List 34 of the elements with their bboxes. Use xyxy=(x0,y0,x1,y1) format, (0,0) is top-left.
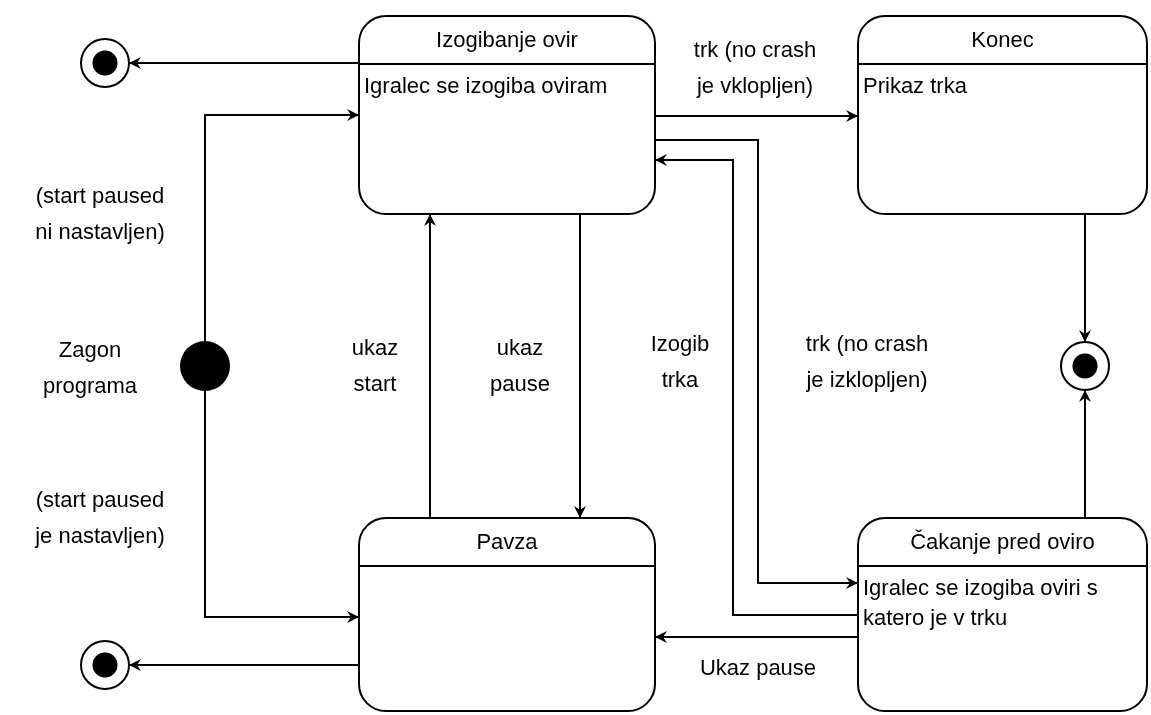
state-box xyxy=(857,15,1148,215)
edge-label: (start paused ni nastavljen) xyxy=(34,182,166,246)
transition-arrow xyxy=(1079,390,1091,518)
transition-arrow xyxy=(655,631,858,643)
edge-label: trk (no crash je izklopljen) xyxy=(804,330,930,394)
transition-arrow xyxy=(204,109,359,342)
state-name: Pavza xyxy=(360,519,654,567)
transition-arrow xyxy=(655,110,858,122)
state-box xyxy=(358,517,656,712)
final-state-icon xyxy=(1060,341,1110,391)
state-activity: Igralec se izogiba oviri s katero je v trku xyxy=(862,574,1099,632)
state-activity: Prikaz trka xyxy=(862,72,968,100)
state-activity: Igralec se izogiba oviram xyxy=(363,72,609,100)
state-name: Konec xyxy=(859,17,1146,65)
state-name: Čakanje pred oviro xyxy=(859,519,1146,567)
transition-arrow xyxy=(1079,214,1091,342)
initial-state-dot xyxy=(180,341,230,391)
transition-arrow xyxy=(129,659,359,671)
edge-label: ukaz start xyxy=(350,334,400,398)
edge-label: Izogib trka xyxy=(649,330,711,394)
edge-label: ukaz pause xyxy=(489,334,551,398)
state-box xyxy=(857,517,1148,712)
edge-label: Ukaz pause xyxy=(698,654,818,682)
state-name: Izogibanje ovir xyxy=(360,17,654,65)
transition-arrow xyxy=(129,57,359,69)
transition-arrow xyxy=(574,214,586,518)
transition-arrow xyxy=(424,214,436,518)
final-state-icon xyxy=(80,640,130,690)
state-caption: Zagon programa xyxy=(41,336,139,400)
final-state-icon xyxy=(80,38,130,88)
state-box xyxy=(358,15,656,215)
edge-label: (start paused je nastavljen) xyxy=(33,486,166,550)
edge-label: trk (no crash je vklopljen) xyxy=(692,36,818,100)
transition-arrow xyxy=(204,390,359,623)
